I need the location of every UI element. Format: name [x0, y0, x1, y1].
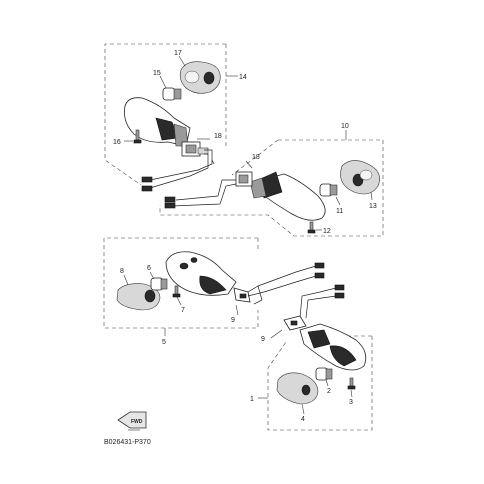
housing-body-10 — [249, 171, 326, 221]
socket-part-18-lower — [235, 171, 253, 187]
group-1-boundary — [267, 336, 373, 431]
callout-7: 7 — [181, 307, 185, 314]
bulb-part-6 — [150, 277, 168, 291]
callout-3: 3 — [349, 399, 353, 406]
assembly-group-1 — [258, 284, 373, 431]
callout-10: 10 — [341, 123, 349, 130]
bracket-part-9-lower — [283, 315, 307, 331]
lens-part-8 — [116, 283, 161, 311]
assembly-group-14 — [104, 43, 238, 192]
callout-17: 17 — [174, 50, 182, 57]
callout-18-upper: 18 — [214, 133, 222, 140]
fwd-label: FWD — [131, 419, 143, 425]
callout-6: 6 — [147, 265, 151, 272]
socket-part-18-upper — [181, 141, 209, 157]
callout-9-lower: 9 — [261, 336, 265, 343]
callout-13: 13 — [369, 203, 377, 210]
callout-14: 14 — [239, 74, 247, 81]
bulb-part-15 — [162, 87, 182, 101]
group-14-boundary — [104, 43, 226, 186]
callout-15: 15 — [153, 70, 161, 77]
screw-part-16 — [133, 129, 142, 144]
screw-part-3 — [347, 377, 356, 390]
callout-1: 1 — [250, 396, 254, 403]
housing-body-5 — [165, 251, 237, 296]
callout-2: 2 — [327, 388, 331, 395]
callout-4: 4 — [301, 416, 305, 423]
callout-9-upper: 9 — [231, 317, 235, 324]
callout-18-lower: 18 — [252, 154, 260, 161]
callout-16: 16 — [113, 139, 121, 146]
callout-labels: 17 15 14 18 16 10 18 11 13 12 8 6 7 9 5 … — [113, 50, 377, 423]
callout-12: 12 — [323, 228, 331, 235]
screw-part-7 — [172, 285, 181, 298]
screw-part-12 — [307, 221, 316, 234]
fwd-arrow-icon: FWD — [117, 411, 147, 431]
group-10-boundary-left — [231, 139, 279, 176]
callout-5: 5 — [162, 339, 166, 346]
group-10-boundary — [159, 139, 384, 237]
bracket-part-9-upper — [233, 287, 251, 303]
assembly-group-10 — [159, 130, 384, 237]
callout-8: 8 — [120, 268, 124, 275]
bulb-part-11 — [319, 183, 338, 197]
lens-part-4 — [276, 372, 319, 405]
housing-body-1 — [299, 323, 367, 371]
housing-body-14 — [124, 97, 191, 147]
drawing-code: B026431-P370 — [104, 439, 151, 446]
assembly-group-5 — [103, 237, 325, 336]
bulb-part-2 — [315, 367, 333, 381]
callout-11: 11 — [336, 208, 343, 215]
lens-part-13 — [340, 160, 380, 195]
lens-part-17 — [179, 61, 221, 94]
